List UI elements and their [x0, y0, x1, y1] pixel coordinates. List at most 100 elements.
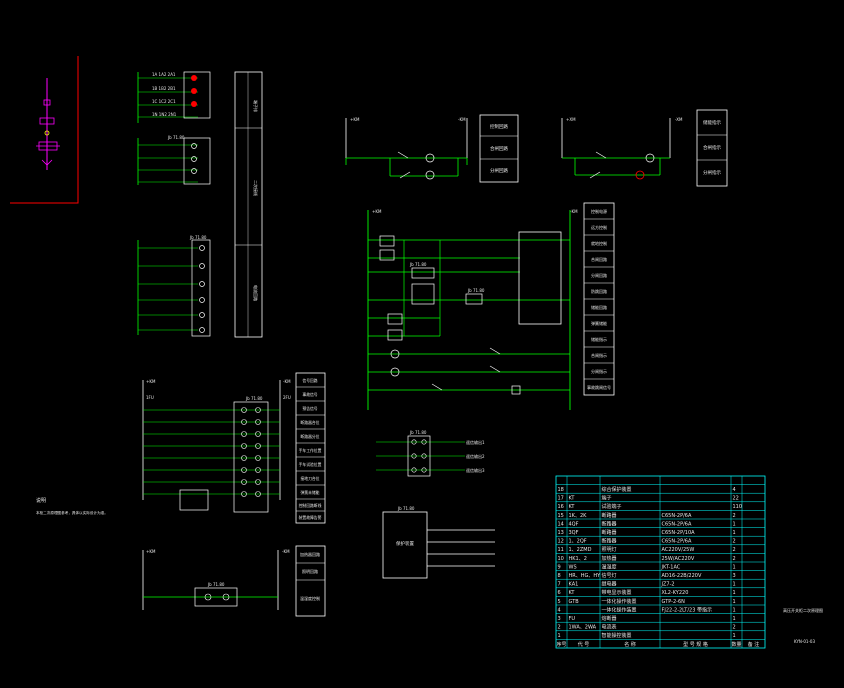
box-label: 合闸指示: [703, 144, 721, 151]
bom-cell: 4QF: [569, 521, 579, 527]
bom-cell: 7: [558, 582, 561, 588]
bom-header: 代 号: [578, 641, 590, 648]
bom-cell: 1: [733, 599, 736, 605]
bom-cell: 2: [733, 556, 736, 562]
svg-text:1C 1C2 2C1: 1C 1C2 2C1: [152, 99, 176, 104]
bom-cell: 电流表: [602, 624, 617, 631]
box-label: 预告信号: [302, 406, 317, 411]
bom-cell: 端子: [602, 495, 612, 502]
bom-cell: FU: [569, 616, 576, 622]
box-label: 手车工作位置: [299, 448, 322, 453]
box-label: 温湿度控制: [300, 595, 320, 601]
box-label: 远方控制: [591, 224, 607, 230]
bom-cell: 1: [733, 521, 736, 527]
bom-cell: HR、HG、HY: [569, 573, 602, 579]
bom-cell: KT: [569, 504, 576, 510]
bom-cell: 继电器: [602, 581, 617, 588]
fuse-label: 2FU: [283, 395, 291, 400]
bom-cell: 8: [558, 573, 561, 579]
bom-cell: 2: [733, 547, 736, 553]
bom-header: 名 称: [624, 641, 636, 648]
box-label: 事故跳闸信号: [587, 384, 611, 390]
module-label: Jb 71.80: [167, 135, 185, 140]
bom-cell: 断路器: [602, 512, 617, 519]
bom-cell: 18: [558, 487, 564, 493]
bom-cell: 1: [733, 633, 736, 639]
bom-cell: 11: [558, 547, 564, 553]
bom-cell: 1WA、2WA: [569, 625, 597, 631]
bom-cell: FJ22-2-2LT/23 带指示: [662, 606, 712, 613]
bom-cell: 1、2ZMD: [569, 547, 592, 553]
bom-cell: HK1、2: [569, 556, 587, 562]
box-label: 储能指示: [703, 119, 721, 126]
bom-cell: C65N-2P/10A: [662, 530, 696, 536]
bom-cell: KT: [569, 590, 576, 596]
bom-cell: C65N-2P/6A: [662, 539, 692, 545]
bom-cell: 断路器: [602, 538, 617, 545]
bus-label: +KM: [146, 379, 156, 384]
bom-cell: 加热器: [602, 555, 617, 562]
bus-label: -XM: [675, 117, 683, 122]
bom-cell: 试验端子: [602, 503, 622, 510]
terminal-strip: 端子排 二次接线 电流回路: [234, 71, 263, 338]
box-label: 接地刀合位: [301, 476, 320, 481]
bom-cell: 2: [558, 625, 561, 631]
module-label: Jb 71.80: [189, 235, 207, 240]
box-label: 加热器回路: [300, 551, 320, 557]
bom-cell: XL2-KY220: [662, 590, 689, 596]
bom-cell: 12: [558, 539, 564, 545]
bom-cell: 断路器: [602, 520, 617, 527]
box-label: 装置故障告警: [299, 515, 322, 520]
bom-cell: 2: [733, 625, 736, 631]
bom-cell: 1: [733, 590, 736, 596]
bom-cell: 1K、2K: [569, 513, 588, 519]
bottom-aux-circuit: +KM -KM Jb 71.80 加热器回路 照明回路 温湿度控制: [142, 545, 326, 617]
main-control-circuit: +KM -KM Jb 71.80 Jb 71.80: [367, 202, 615, 410]
bom-cell: 1: [733, 582, 736, 588]
bom-cell: 1、2QF: [569, 539, 587, 545]
box-label: 合闸回路: [591, 256, 607, 262]
bom-cell: 2: [733, 513, 736, 519]
bus-label: -KM: [283, 379, 291, 384]
pt-circuit-group: Jb 71.80: [137, 235, 211, 337]
bom-cell: KA1: [569, 582, 579, 588]
bus-label: -KM: [570, 209, 578, 214]
bus-label: -KM: [458, 117, 466, 122]
box-label: 合闸指示: [591, 352, 607, 358]
bom-header: 序号: [556, 641, 566, 648]
box-label: 照明回路: [302, 568, 318, 574]
bom-cell: 3QF: [569, 530, 579, 536]
bom-cell: 1: [733, 530, 736, 536]
bus-label: +XM: [566, 117, 576, 122]
bom-cell: 一体化操作装置: [602, 598, 637, 605]
bom-cell: WS: [569, 564, 577, 570]
box-label: 分闸回路: [591, 272, 607, 278]
bom-cell: 25W/AC220V: [662, 556, 695, 562]
bom-cell: 14: [558, 521, 564, 527]
box-label: 就地控制: [591, 240, 607, 246]
remote-output-module: Jb 71.80 遥信输出1 遥信输出2 遥信输出3: [376, 430, 485, 477]
box-label: 储能回路: [591, 304, 607, 310]
strip-label: 端子排: [253, 100, 259, 112]
left-signal-circuit: +KM -KM 1FU 2FU Jb 71.80: [142, 372, 326, 524]
bom-cell: 15: [558, 513, 564, 519]
module-label: Jb 71.80: [207, 582, 225, 587]
output-label: 遥信输出3: [466, 467, 485, 473]
bom-cell: 17: [558, 496, 564, 502]
bom-cell: 综合保护装置: [602, 486, 632, 493]
box-label: 控制电源: [591, 208, 607, 214]
box-label: 控制回路断线: [299, 503, 322, 508]
fuse-label: 1FU: [146, 395, 154, 400]
bom-cell: 9: [558, 564, 561, 570]
bom-cell: AC220V/25W: [662, 547, 695, 553]
protection-device: 保护装置 Jb 71.80: [382, 506, 495, 579]
drawing-number: KYN-01-03: [794, 639, 815, 644]
bom-cell: 16: [558, 504, 564, 510]
box-label: 事故信号: [302, 392, 317, 397]
bom-cell: 1: [733, 616, 736, 622]
svg-text:1A 1A2 2A1: 1A 1A2 2A1: [152, 72, 176, 77]
single-line-diagram: [10, 56, 79, 204]
bom-cell: 3: [733, 573, 736, 579]
